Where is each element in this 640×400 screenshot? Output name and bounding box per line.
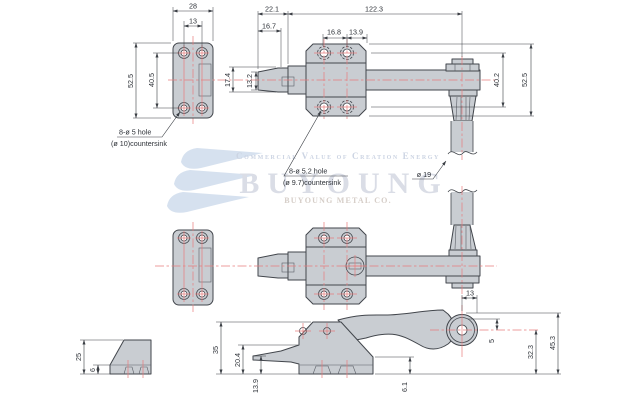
leader-plate-holes — [117, 111, 181, 138]
label-latch-overall-width: 52.5 — [520, 73, 529, 87]
handle-body — [252, 321, 374, 375]
rod-break-lower — [447, 189, 478, 194]
hole-notes: 8-ø 5 hole (ø 10)countersink 8-ø 5.2 hol… — [111, 128, 341, 188]
label-tip-to-flange: 22.1 — [265, 5, 279, 14]
plate-hole-cross-cl — [177, 52, 209, 295]
label-flange-hole-spacing-a: 16.8 — [327, 28, 341, 37]
pivot-cap — [445, 63, 480, 72]
flange-plate-bottom — [305, 96, 367, 117]
latch-slot — [281, 76, 295, 87]
label-tip-length: 16.7 — [262, 22, 276, 31]
flange-plate-bottom — [305, 284, 367, 305]
pivot-cap-notches — [454, 64, 471, 71]
side-view-cross-cl — [127, 323, 348, 378]
centerlines — [127, 36, 540, 378]
label-base-lip-height: 6.1 — [400, 382, 409, 392]
view-latch-top — [257, 43, 481, 156]
flange-plate-top — [305, 227, 367, 248]
label-flange-hole-spacing-b: 13.9 — [349, 28, 363, 37]
label-pivot-hole-span: 40.2 — [492, 73, 501, 87]
label-wedge-height: 25 — [74, 353, 83, 361]
watermark: Commercial Value of Creation Energy BUYO… — [167, 148, 448, 213]
latch-slot — [281, 262, 295, 273]
screw-boss-cross-cl — [344, 255, 366, 277]
logo-chevron-1 — [181, 148, 263, 169]
label-wedge-base-height: 6 — [88, 368, 97, 372]
plate-hole-column-cl — [183, 45, 203, 302]
view-handle-side — [252, 309, 478, 375]
grip-knurl — [454, 225, 472, 250]
label-plate-width: 28 — [189, 2, 197, 11]
plate-slot — [198, 247, 212, 283]
pivot-collar — [448, 89, 478, 97]
view-wedge-side — [109, 339, 152, 375]
label-plate-height: 52.5 — [126, 74, 135, 88]
logo-chevron-3 — [167, 192, 249, 213]
pivot-cap — [445, 275, 480, 284]
note-plate-holes-2: (ø 10)countersink — [111, 139, 167, 148]
grip-knurl — [455, 96, 471, 121]
label-flange-to-pivot: 122.3 — [365, 5, 383, 14]
wedge-feet — [123, 366, 150, 375]
flange-plate-top — [305, 43, 367, 64]
flange-hole-cross-cl — [314, 52, 357, 295]
plate-slot — [198, 63, 212, 97]
label-handle-rise: 32.3 — [526, 345, 535, 359]
leader-flange-holes — [283, 110, 348, 177]
dimension-labels: 28 13 52.5 40.5 22.1 122.3 16.7 16.8 13.… — [74, 2, 557, 394]
label-beak-tip-height: 13.9 — [251, 379, 260, 393]
label-plate-hole-height: 40.5 — [147, 73, 156, 87]
label-rod-diameter: ø 19 — [417, 170, 431, 179]
rod-break-upper — [447, 151, 478, 156]
wedge-outline — [109, 339, 152, 375]
label-beak-root-height: 20.4 — [233, 353, 242, 367]
label-plate-hole-spacing: 13 — [189, 17, 197, 26]
label-boss-offset: 13 — [466, 289, 474, 298]
pivot-collar — [448, 249, 478, 257]
pivot-cap-nub — [451, 282, 474, 289]
extension-lines — [80, 7, 561, 375]
view-latch-bottom — [257, 189, 481, 305]
watermark-brand: BUYOUNG — [239, 167, 448, 200]
note-flange-holes-1: 8-ø 5.2 hole — [289, 167, 327, 176]
dimension-lines — [82, 9, 560, 375]
grip-bottom — [449, 224, 477, 251]
label-handle-height: 45.3 — [548, 336, 557, 350]
leader-rod-diameter — [412, 160, 447, 180]
label-tip-width: 17.4 — [223, 73, 232, 87]
rod-upper — [451, 121, 473, 152]
label-body-height: 35 — [211, 346, 220, 354]
logo-chevron-2 — [174, 170, 256, 191]
watermark-tagline: Commercial Value of Creation Energy — [236, 151, 440, 161]
rod-upper-edges — [450, 121, 474, 152]
leader-lines — [117, 110, 447, 180]
label-tip-slot-width: 13.2 — [245, 74, 254, 88]
rod-lower-edges — [450, 193, 474, 225]
note-flange-holes-2: (ø 9.7)countersink — [283, 178, 341, 187]
watermark-company: BUYOUNG METAL CO. — [284, 196, 392, 205]
note-plate-holes-1: 8-ø 5 hole — [119, 128, 151, 137]
label-boss-drop: 5 — [487, 339, 496, 343]
grip-top — [449, 95, 477, 122]
pivot-cap-nub — [451, 58, 474, 65]
